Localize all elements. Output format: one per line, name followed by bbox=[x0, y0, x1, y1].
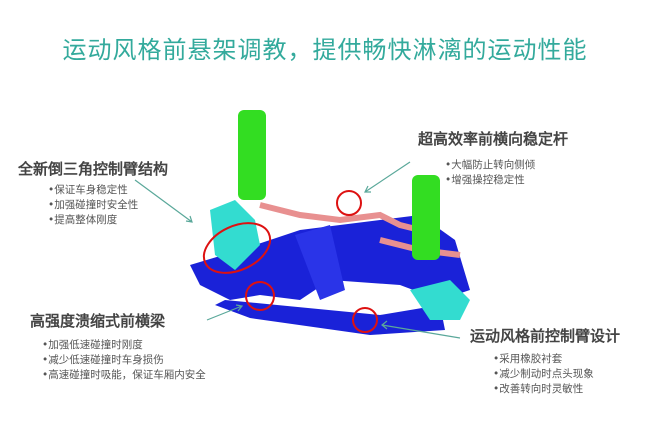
callout-heading-control-arm: 全新倒三角控制臂结构 bbox=[18, 160, 169, 178]
bullet: 增强操控稳定性 bbox=[445, 173, 535, 188]
callout-bullets-stabilizer: 大幅防止转向侧倾 增强操控稳定性 bbox=[445, 158, 535, 188]
bullet: 加强碰撞时安全性 bbox=[48, 198, 138, 213]
callout-heading-stabilizer: 超高效率前横向稳定杆 bbox=[418, 130, 569, 148]
callout-bullets-crossmember: 加强低速碰撞时刚度 减少低速碰撞时车身损伤 高速碰撞时吸能，保证车厢内安全 bbox=[42, 338, 206, 383]
bullet: 保证车身稳定性 bbox=[48, 183, 138, 198]
callout-bullets-control-arm: 保证车身稳定性 加强碰撞时安全性 提高整体刚度 bbox=[48, 183, 138, 228]
bullet: 加强低速碰撞时刚度 bbox=[42, 338, 206, 353]
callout-heading-crossmember: 高强度溃缩式前横梁 bbox=[30, 312, 166, 330]
bullet: 改善转向时灵敏性 bbox=[493, 382, 594, 397]
callout-bullets-front-arm: 采用橡胶衬套 减少制动时点头现象 改善转向时灵敏性 bbox=[493, 352, 594, 397]
control-arms bbox=[210, 200, 470, 320]
highlight-circles bbox=[202, 190, 378, 333]
slide-title: 运动风格前悬架调教，提供畅快淋漓的运动性能 bbox=[62, 36, 588, 64]
bullet: 减少低速碰撞时车身损伤 bbox=[42, 353, 206, 368]
bullet: 大幅防止转向侧倾 bbox=[445, 158, 535, 173]
callout-arrows bbox=[134, 161, 461, 339]
coil-springs bbox=[238, 110, 440, 260]
bullet: 高速碰撞时吸能，保证车厢内安全 bbox=[42, 368, 206, 383]
bullet: 减少制动时点头现象 bbox=[493, 367, 594, 382]
bullet: 提高整体刚度 bbox=[48, 213, 138, 228]
bullet: 采用橡胶衬套 bbox=[493, 352, 594, 367]
callout-heading-front-arm: 运动风格前控制臂设计 bbox=[470, 327, 621, 345]
